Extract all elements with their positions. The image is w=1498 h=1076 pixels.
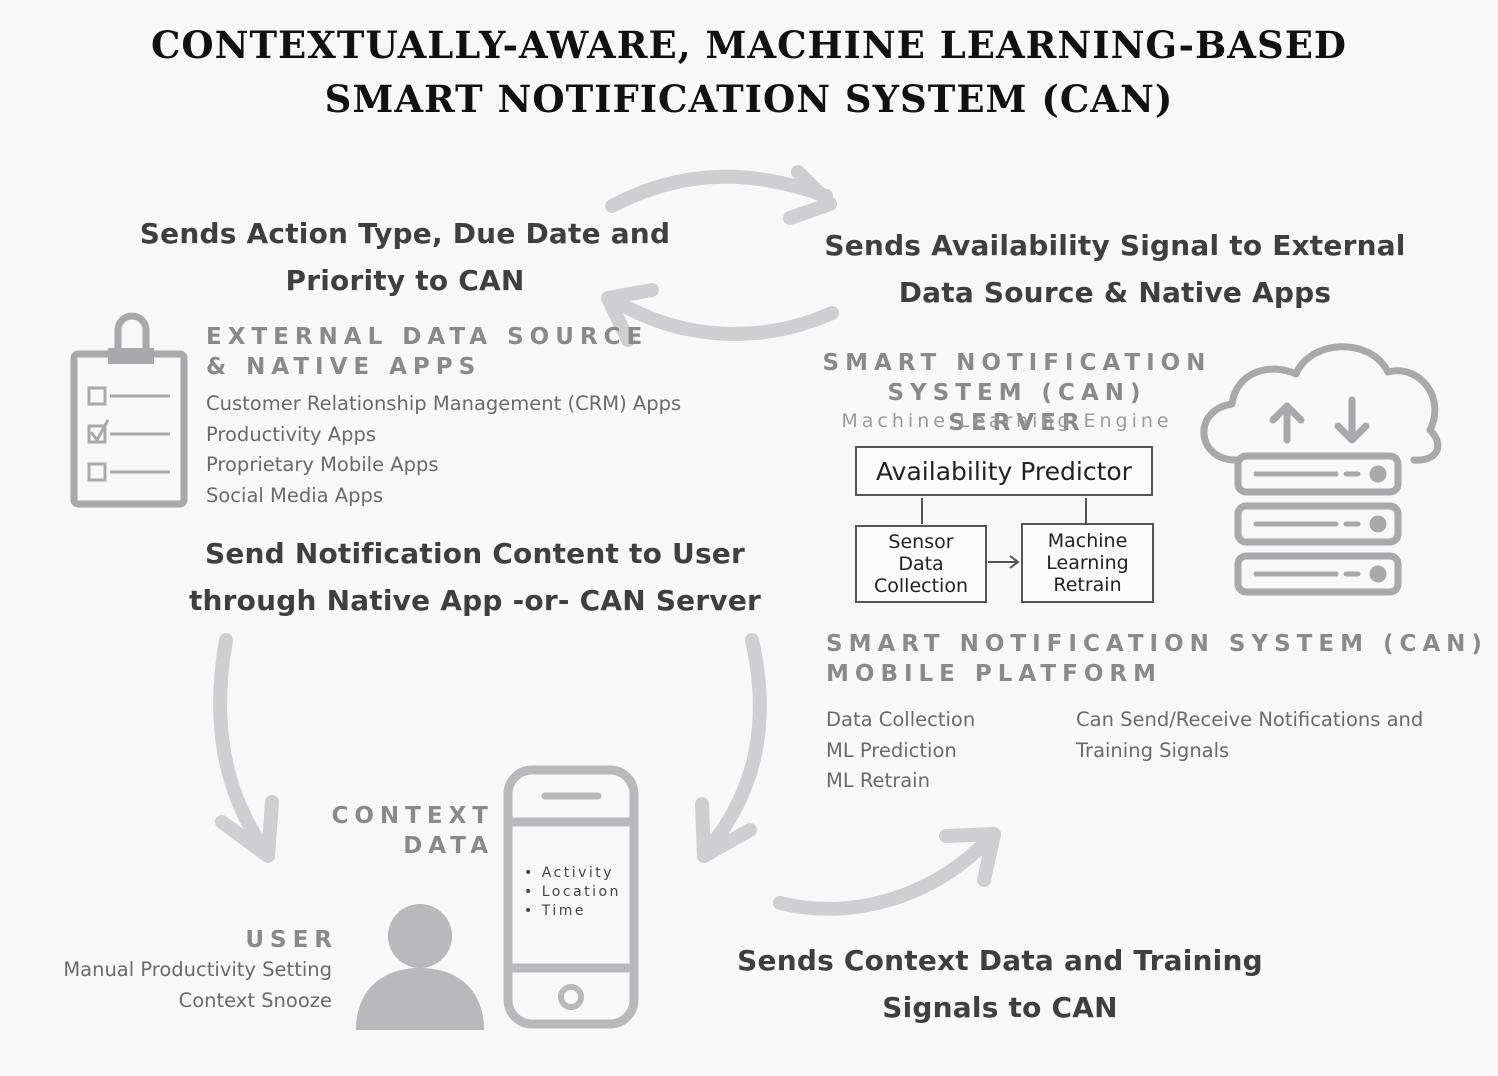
external-source-heading: EXTERNAL DATA SOURCE & NATIVE APPS (206, 322, 648, 382)
external-source-list: Customer Relationship Management (CRM) A… (206, 389, 681, 511)
arrow-bottom-right-head (939, 827, 1001, 887)
context-data-heading-line-2: DATA (403, 833, 494, 859)
sensor-box-line-1: Sensor (888, 531, 954, 553)
ml-box-line-2: Learning (1046, 552, 1129, 574)
sensor-box-line-3: Collection (874, 575, 968, 597)
list-item: ML Retrain (826, 769, 930, 792)
caption-sends-context: Sends Context Data and Training Signals … (720, 937, 1280, 1031)
arrow-left-down-head (215, 795, 279, 863)
list-item: Data Collection (826, 708, 976, 731)
list-item: Manual Productivity Setting (63, 958, 332, 981)
external-source-heading-line-1: EXTERNAL DATA SOURCE (206, 324, 649, 350)
clipboard-icon (70, 312, 188, 508)
user-icon (356, 904, 484, 1030)
list-item: ML Prediction (826, 738, 957, 762)
caption-sends-availability: Sends Availability Signal to External Da… (820, 222, 1410, 316)
ml-retrain-box: Machine Learning Retrain (1021, 523, 1154, 603)
arrow-bottom-right (773, 831, 997, 916)
smartphone-icon (503, 765, 639, 1029)
mobile-platform-heading-line-1: SMART NOTIFICATION SYSTEM (CAN) (826, 631, 1488, 657)
can-server-heading: SMART NOTIFICATION SYSTEM (CAN) SERVER (822, 348, 1212, 438)
can-server-subheading: Machine Learning Engine (841, 410, 1173, 432)
title-line-2: SMART NOTIFICATION SYSTEM (CAN) (324, 77, 1174, 121)
arrow-top-left-head (601, 283, 659, 347)
list-item: Can Send/Receive Notifications and (1076, 708, 1424, 731)
can-server-heading-line-1: SMART NOTIFICATION (822, 350, 1212, 376)
list-item: Customer Relationship Management (CRM) A… (206, 392, 682, 415)
user-heading: USER (245, 927, 338, 953)
arrow-right-down (699, 633, 767, 859)
caption-sends-action: Sends Action Type, Due Date and Priority… (120, 210, 690, 304)
can-server-heading-line-2: SYSTEM (CAN) SERVER (887, 380, 1147, 436)
arrow-top-left (607, 293, 839, 341)
mobile-platform-left-list: Data Collection ML Prediction ML Retrain (826, 705, 975, 797)
user-list: Manual Productivity Setting Context Snoo… (40, 955, 332, 1016)
availability-predictor-box: Availability Predictor (855, 446, 1153, 496)
caption-send-notification-line-2: through Native App -or- CAN Server (188, 584, 762, 617)
list-item: Social Media Apps (206, 483, 384, 507)
context-data-list: • Activity • Location • Time (524, 864, 621, 921)
caption-send-notification: Send Notification Content to User throug… (170, 530, 780, 624)
caption-send-notification-line-1: Send Notification Content to User (204, 537, 746, 570)
list-item: Context Snooze (178, 988, 332, 1012)
caption-sends-context-line-2: Signals to CAN (882, 991, 1118, 1024)
list-item: • Time (524, 903, 586, 919)
caption-sends-action-line-2: Priority to CAN (285, 264, 525, 297)
ml-box-line-1: Machine (1047, 530, 1128, 552)
list-item: Proprietary Mobile Apps (206, 453, 439, 476)
caption-sends-context-line-1: Sends Context Data and Training (737, 944, 1263, 977)
sensor-data-collection-box: Sensor Data Collection (855, 525, 987, 603)
caption-sends-availability-line-2: Data Source & Native Apps (898, 276, 1332, 309)
list-item: Productivity Apps (206, 422, 377, 446)
arrow-top-right (605, 169, 833, 213)
external-source-heading-line-2: & NATIVE APPS (206, 354, 482, 380)
arrow-left-down (213, 633, 273, 859)
title-line-1: CONTEXTUALLY-AWARE, MACHINE LEARNING-BAS… (150, 23, 1348, 67)
list-item: • Location (524, 884, 621, 900)
mobile-platform-heading: SMART NOTIFICATION SYSTEM (CAN) MOBILE P… (826, 629, 1488, 689)
context-data-heading: CONTEXT DATA (330, 801, 494, 861)
arrow-right-down-head (695, 797, 757, 863)
mobile-platform-right-list: Can Send/Receive Notifications and Train… (1076, 705, 1423, 766)
cloud-server-icon (1200, 343, 1442, 596)
context-data-heading-line-1: CONTEXT (331, 803, 494, 829)
mobile-platform-heading-line-2: MOBILE PLATFORM (826, 661, 1162, 687)
arrow-top-right-head (783, 165, 837, 225)
list-item: Training Signals (1076, 738, 1230, 762)
list-item: • Activity (524, 865, 615, 881)
ml-box-line-3: Retrain (1053, 574, 1122, 596)
caption-sends-action-line-1: Sends Action Type, Due Date and (139, 217, 671, 250)
caption-sends-availability-line-1: Sends Availability Signal to External (824, 229, 1406, 262)
sensor-box-line-2: Data (898, 553, 944, 575)
